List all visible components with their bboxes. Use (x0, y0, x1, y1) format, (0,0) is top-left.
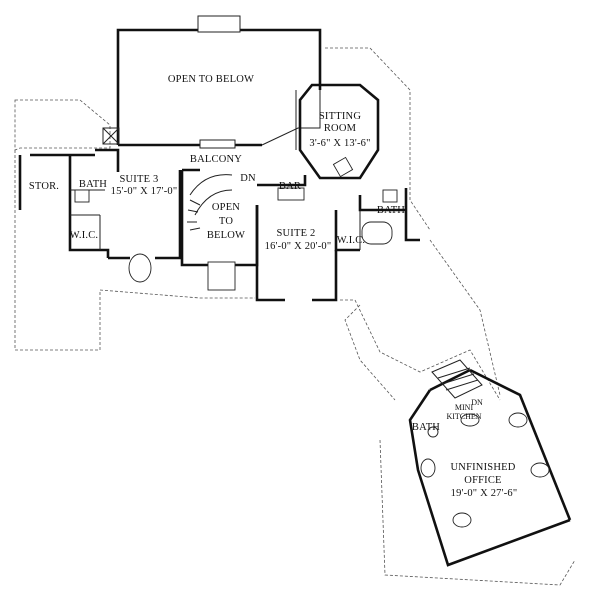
bath-right-label: BATH (377, 205, 405, 216)
open-to-below-mid-label-2: TO (219, 216, 233, 227)
open-to-below-mid-label: OPEN (212, 202, 240, 213)
dn-office-label: DN (471, 398, 483, 407)
suite2-dims: 16'-0" X 20'-0" (265, 241, 332, 252)
mini-kitchen-label: MINI (455, 403, 474, 412)
office-wing (408, 359, 572, 567)
open-to-below-top-label: OPEN TO BELOW (168, 74, 254, 85)
sitting-room-dims: 3'-6" X 13'-6" (309, 138, 370, 149)
mini-kitchen-label-2: KITCHEN (446, 412, 481, 421)
dn-stair-label: DN (240, 173, 256, 184)
suite2-label: SUITE 2 (276, 228, 315, 239)
roof-outline (14, 47, 576, 586)
sitting-room-label-2: ROOM (324, 123, 357, 134)
sitting-room-label: SITTING (319, 111, 361, 122)
unfinished-office-label-2: OFFICE (464, 475, 501, 486)
balcony-label: BALCONY (190, 154, 242, 165)
stor-label: STOR. (29, 181, 59, 192)
wic-left-label: W.I.C. (70, 230, 99, 241)
open-to-below-mid-label-3: BELOW (207, 230, 245, 241)
bar-label: BAR (279, 181, 301, 192)
sitting-room (295, 83, 380, 180)
bath-office-label: BATH (412, 422, 440, 433)
suite3-dims: 15'-0" X 17'-0" (111, 186, 178, 197)
unfinished-office-dims: 19'-0" X 27'-6" (451, 488, 518, 499)
suite2-wing (255, 175, 420, 302)
suite3-label: SUITE 3 (119, 174, 158, 185)
open-to-below-top-area (116, 15, 322, 149)
room-labels: OPEN TO BELOW SITTING ROOM 3'-6" X 13'-6… (29, 74, 517, 499)
wic-right-label: W.I.C. (337, 235, 366, 246)
bath-left-label: BATH (79, 179, 107, 190)
unfinished-office-label: UNFINISHED (451, 462, 516, 473)
suite3-wing (18, 127, 182, 283)
